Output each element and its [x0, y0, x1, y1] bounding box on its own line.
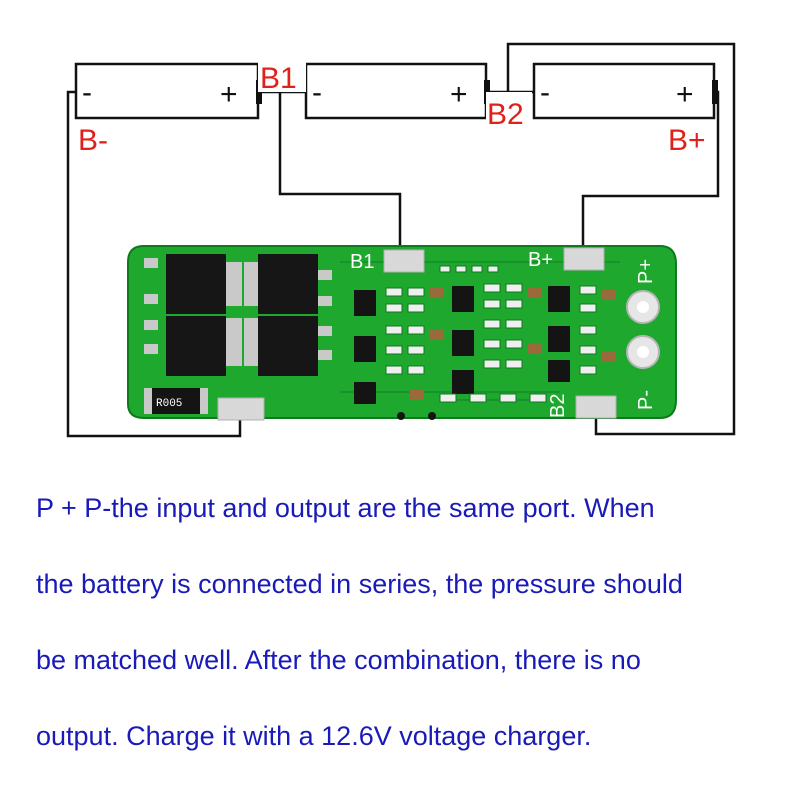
cell-plus-sign: + [220, 78, 238, 111]
mosfet-chip [258, 316, 318, 376]
bms-board: R005 [127, 245, 677, 421]
description-text: P + P-the input and output are the same … [36, 488, 786, 792]
cell-plus-sign: + [450, 78, 468, 111]
mosfet-chip [258, 254, 318, 314]
mosfet-chip [166, 254, 226, 314]
silk-p-plus: P+ [635, 259, 657, 284]
cell-plus-sign: + [676, 78, 694, 111]
silk-b-plus: B+ [528, 249, 553, 271]
wire-b1-drop [278, 92, 402, 252]
description-line: output. Charge it with a 12.6V voltage c… [36, 721, 592, 751]
silk-b2: B2 [547, 394, 569, 418]
pad-b-plus [563, 247, 605, 271]
cell-minus-sign: - [540, 76, 550, 109]
label-b1: B1 [260, 62, 297, 95]
wire-b2-loop [506, 42, 736, 436]
label-b2: B2 [487, 98, 524, 131]
battery-cell: - + [74, 62, 262, 120]
wiring-diagram: - + - + - + B- B1 B2 B+ [66, 42, 736, 438]
resistor-code: R005 [156, 398, 182, 410]
silk-b1: B1 [350, 251, 374, 273]
description-line: P + P-the input and output are the same … [36, 493, 655, 523]
mosfet-array [144, 254, 332, 376]
label-b-minus: B- [78, 124, 108, 157]
pad-b-minus [217, 397, 265, 421]
description-line: the battery is connected in series, the … [36, 569, 683, 599]
label-b-plus: B+ [668, 124, 706, 157]
battery-cell: - + [532, 62, 718, 120]
mosfet-chip [166, 316, 226, 376]
sense-resistor: R005 [144, 388, 208, 414]
description-line: be matched well. After the combination, … [36, 645, 641, 675]
pad-b1 [383, 249, 425, 273]
silk-p-minus: P- [635, 390, 657, 410]
wire-b-minus [66, 90, 242, 438]
smd-components [354, 265, 616, 420]
pad-b2 [575, 395, 617, 419]
cell-minus-sign: - [82, 76, 92, 109]
battery-cell: - + [304, 62, 490, 120]
cell-minus-sign: - [312, 76, 322, 109]
battery-cells: - + - + - + [74, 62, 718, 120]
